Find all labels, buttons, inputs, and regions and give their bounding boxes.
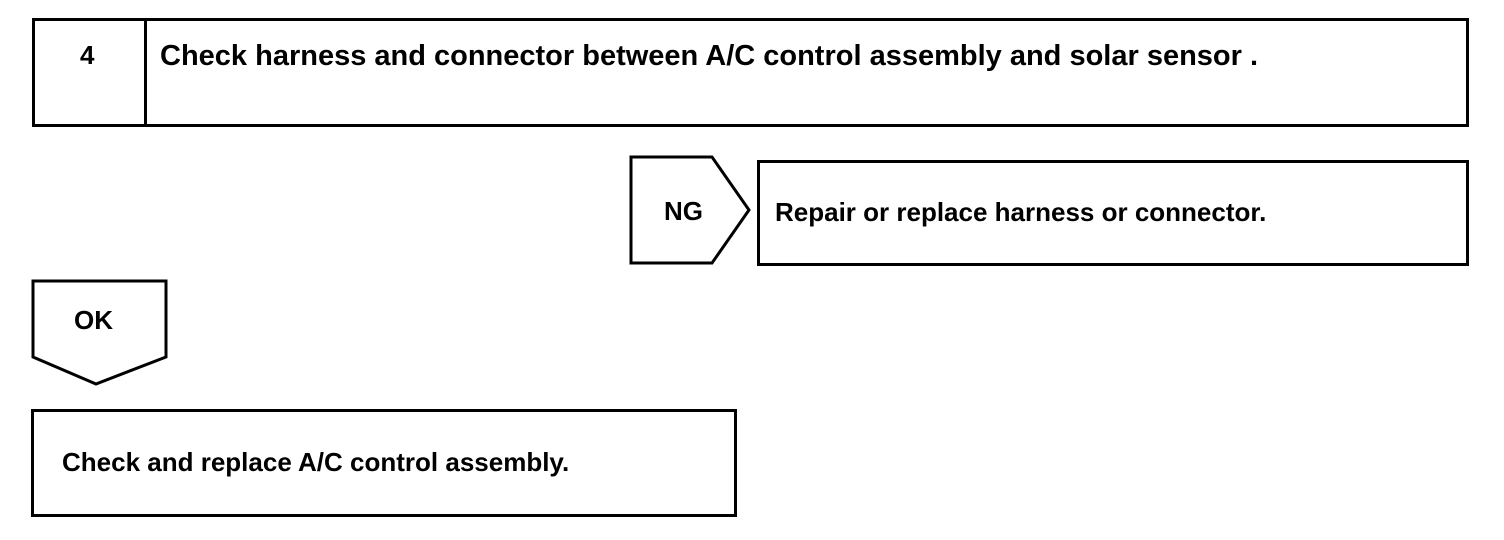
ok-action-box — [31, 409, 737, 517]
step-number-divider — [144, 18, 147, 127]
ng-action-box — [757, 160, 1469, 266]
ok-label: OK — [74, 305, 113, 335]
ng-label: NG — [664, 196, 703, 226]
ng-action-text: Repair or replace harness or connector. — [775, 197, 1267, 227]
step-title: Check harness and connector between A/C … — [160, 40, 1259, 72]
ok-action-text: Check and replace A/C control assembly. — [62, 447, 570, 477]
step-box — [32, 18, 1469, 127]
step-number: 4 — [80, 40, 95, 70]
